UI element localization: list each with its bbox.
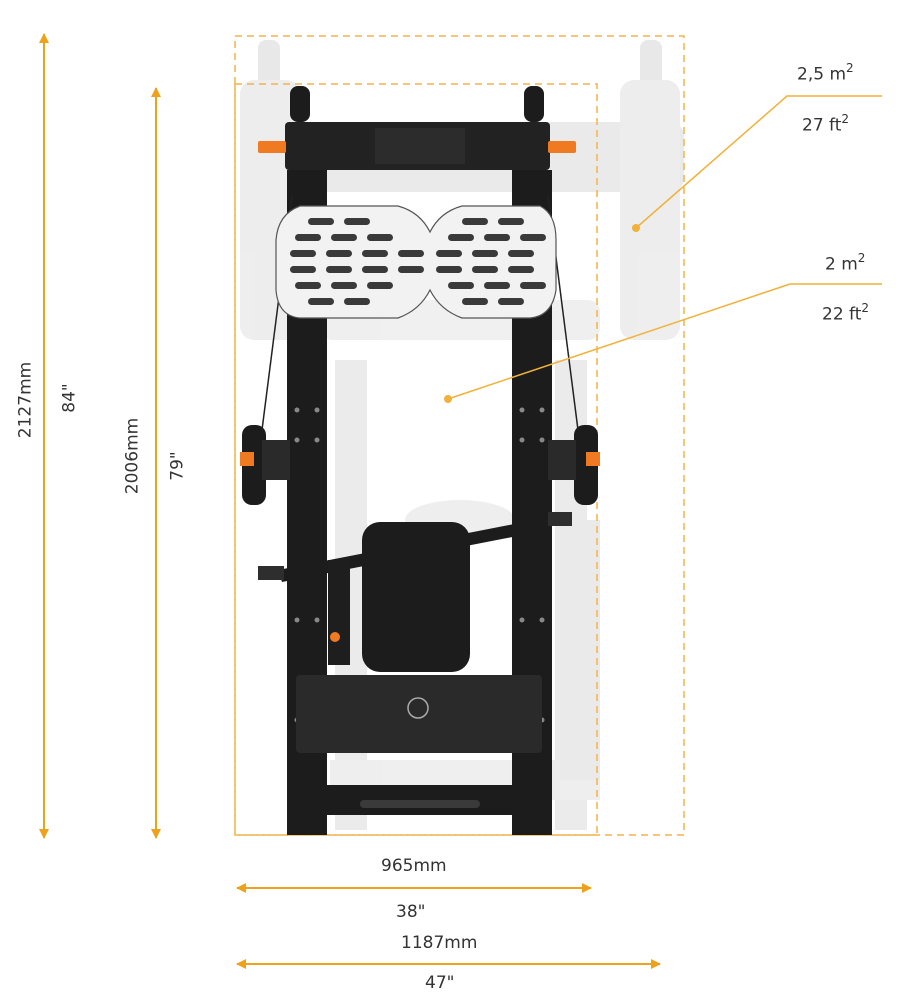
outer-area-imperial: 27 ft2	[802, 112, 850, 136]
outer-height-in: 84"	[59, 383, 80, 413]
inner-area-imperial: 22 ft2	[822, 301, 870, 325]
inner-area-dot	[444, 395, 452, 403]
inner-width-mm: 965mm	[381, 856, 447, 876]
inner-width-in: 38"	[396, 902, 426, 922]
machine-front	[240, 86, 600, 835]
outer-width-in: 47"	[425, 973, 455, 993]
inner-area-leader	[447, 283, 882, 400]
outer-height-mm: 2127mm	[15, 361, 36, 439]
outer-area-leader	[635, 95, 882, 229]
outer-area-metric: 2,5 m2	[797, 61, 854, 85]
outer-width-mm: 1187mm	[401, 933, 478, 953]
ghost-machine	[240, 40, 684, 830]
inner-area-metric: 2 m2	[825, 251, 866, 275]
inner-height-in: 79"	[167, 451, 188, 481]
inner-height-mm: 2006mm	[122, 417, 143, 495]
outer-area-dot	[632, 224, 640, 232]
